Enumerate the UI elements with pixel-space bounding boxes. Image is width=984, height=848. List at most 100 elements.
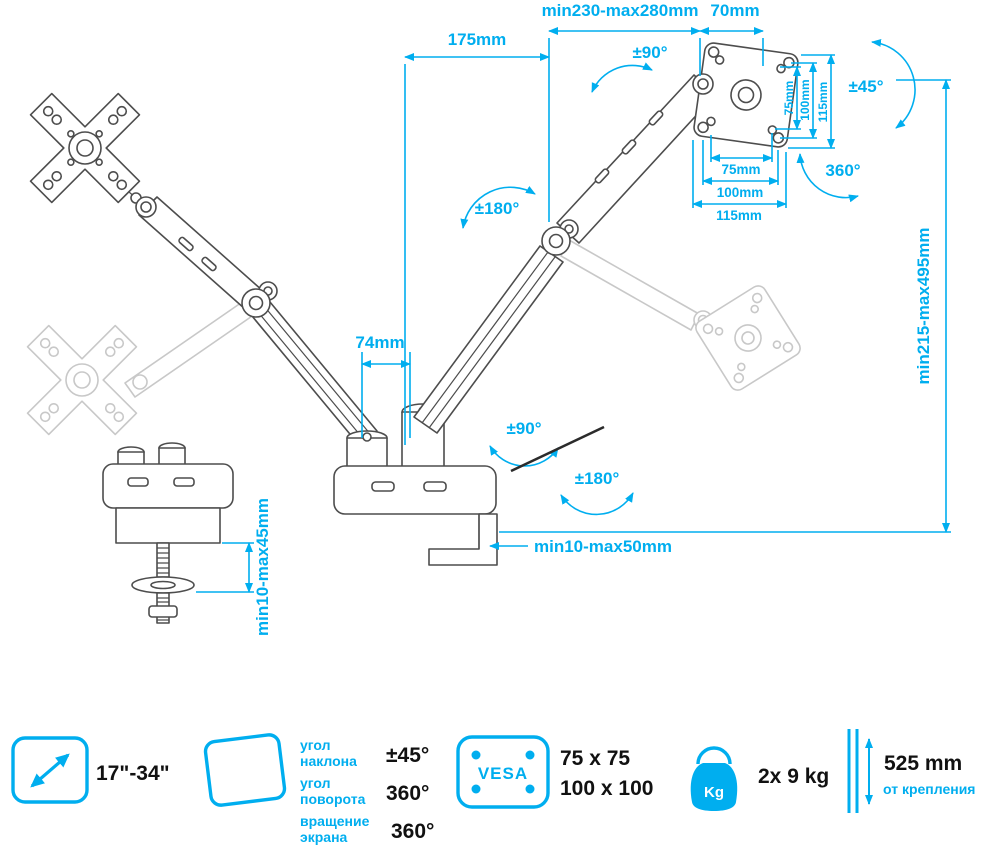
vent-slot	[201, 256, 217, 272]
slot	[127, 477, 149, 487]
ghost-left-vesa-plate	[26, 297, 259, 436]
upper-arm-segment	[556, 74, 716, 244]
hole	[51, 170, 63, 182]
spring-line	[421, 251, 556, 429]
dim-base-swivel90-label: ±90°	[506, 419, 541, 438]
hole	[706, 116, 716, 127]
slot	[423, 481, 447, 492]
dim-column-offset-label: 74mm	[355, 333, 404, 352]
slot	[371, 481, 395, 492]
hole	[67, 158, 75, 166]
hole	[697, 121, 709, 134]
elbow-joint	[248, 295, 264, 311]
desk-clamp-base	[333, 403, 498, 566]
dim-reach-label: 175mm	[448, 30, 507, 49]
dim-height-range-label: min215-max495mm	[914, 228, 933, 385]
hole	[702, 323, 714, 335]
mount-height-label: от крепления	[883, 781, 975, 797]
vesa-hole-icon	[525, 750, 535, 760]
bracket-body	[115, 507, 221, 544]
vent-slot	[178, 236, 194, 252]
spec-screen-size: 17"-34"	[11, 736, 170, 804]
hole	[104, 346, 116, 358]
hole	[107, 114, 119, 126]
ball-joint	[140, 201, 152, 213]
hole	[714, 55, 725, 65]
dim-head-tilt-label: ±45°	[848, 77, 883, 96]
dim-head-rotation-label: 360°	[825, 161, 860, 180]
dim-vesa-h75-label: 75mm	[721, 162, 760, 177]
screen-size-icon	[11, 736, 89, 804]
dim-top-range-label: min230-max280mm	[542, 1, 699, 20]
hole	[95, 130, 103, 138]
swivel-label-line2: поворота	[300, 791, 366, 807]
ghost-arm-segment	[560, 239, 700, 331]
hole	[707, 46, 720, 58]
hole	[39, 337, 51, 349]
slot	[173, 477, 195, 487]
dim-vesa-v115-label: 115mm	[816, 82, 830, 123]
thread-hatch	[157, 547, 169, 574]
base-top-plate	[102, 463, 234, 509]
weight-value: 2x 9 kg	[758, 765, 829, 788]
ext-line	[196, 542, 254, 593]
hole	[733, 372, 745, 384]
arc-arrow	[591, 62, 653, 93]
tilt-label-line1: угол	[300, 737, 331, 753]
wing-nut	[148, 605, 178, 618]
dim-upper-swivel-label: ±180°	[475, 199, 520, 218]
center-ring	[741, 331, 755, 345]
hole	[48, 402, 60, 414]
hole	[116, 179, 128, 191]
dim-grommet-range-label: min10-max45mm	[253, 498, 272, 636]
pole-icon	[847, 729, 859, 813]
tilt-monitor-icon	[203, 733, 287, 807]
center-ring	[737, 86, 755, 104]
spec-weight: Kg 2x 9 kg	[690, 746, 829, 811]
hole	[751, 292, 763, 304]
ball-joint	[697, 78, 709, 90]
hole	[750, 304, 759, 314]
rotation-value: 360°	[391, 820, 434, 843]
lower-arm-segment	[413, 245, 564, 434]
dim-desk-thickness-label: min10-max50mm	[534, 537, 672, 556]
vesa-hole-icon	[471, 750, 481, 760]
kg-label: Kg	[704, 784, 724, 801]
dim-top-offset-label: 70mm	[710, 1, 759, 20]
thread-hatch	[157, 597, 169, 621]
elbow-joint	[548, 233, 564, 249]
tilt-label-line2: наклона	[300, 753, 357, 769]
swivel-value: 360°	[386, 782, 429, 805]
center-ring	[73, 371, 91, 389]
center-ring	[76, 139, 94, 157]
arc-arrow	[460, 185, 536, 229]
vesa-size-2: 100 x 100	[560, 777, 653, 800]
swivel-label-line1: угол	[300, 775, 331, 791]
dim-vesa-h100-label: 100mm	[717, 185, 764, 200]
lower-arm-segment	[246, 295, 378, 446]
vent-slot	[648, 110, 664, 126]
dim-vesa-v100-label: 100mm	[798, 79, 812, 120]
vesa-hole-icon	[471, 784, 481, 794]
hole	[772, 340, 782, 349]
dim-vesa-h115-label: 115mm	[716, 208, 762, 223]
hole	[737, 362, 746, 372]
hole	[113, 411, 125, 423]
hole	[714, 327, 724, 336]
spec-angles: угол наклона ±45° угол поворота 360° вра…	[203, 733, 434, 845]
vesa-label: VESA	[478, 764, 528, 783]
hole	[67, 130, 75, 138]
rotation-label-line2: экрана	[300, 829, 348, 845]
grommet-mount-detail	[102, 442, 234, 624]
vesa-size-1: 75 x 75	[560, 747, 630, 770]
hole	[42, 179, 54, 191]
hole	[116, 105, 128, 117]
left-arm	[135, 196, 378, 446]
hole	[104, 402, 116, 414]
arc-arrow	[560, 492, 634, 516]
vesa-hole-icon	[525, 784, 535, 794]
hole	[782, 341, 794, 353]
vesa-plate-icon	[456, 735, 550, 809]
